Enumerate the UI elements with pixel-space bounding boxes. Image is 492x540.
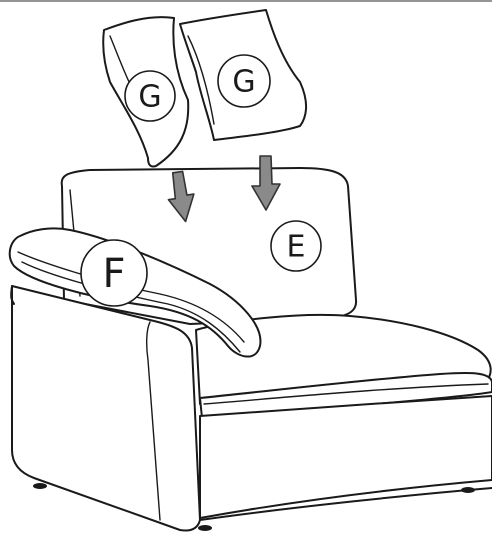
label-e: E: [270, 220, 322, 272]
label-f-text: F: [102, 251, 125, 297]
label-e-text: E: [287, 230, 306, 265]
label-f: F: [80, 239, 148, 307]
label-g-right-text: G: [232, 65, 255, 100]
base-front: [199, 395, 492, 519]
arm-block: [11, 285, 201, 532]
label-g-left-text: G: [138, 80, 161, 115]
arrow-left: [167, 170, 195, 223]
foot-front-left: [33, 483, 47, 489]
foot-back-right: [461, 487, 475, 493]
arrow-right: [251, 155, 281, 211]
label-g-right: G: [217, 54, 271, 108]
label-g-left: G: [124, 70, 176, 122]
foot-front-right: [198, 525, 212, 531]
